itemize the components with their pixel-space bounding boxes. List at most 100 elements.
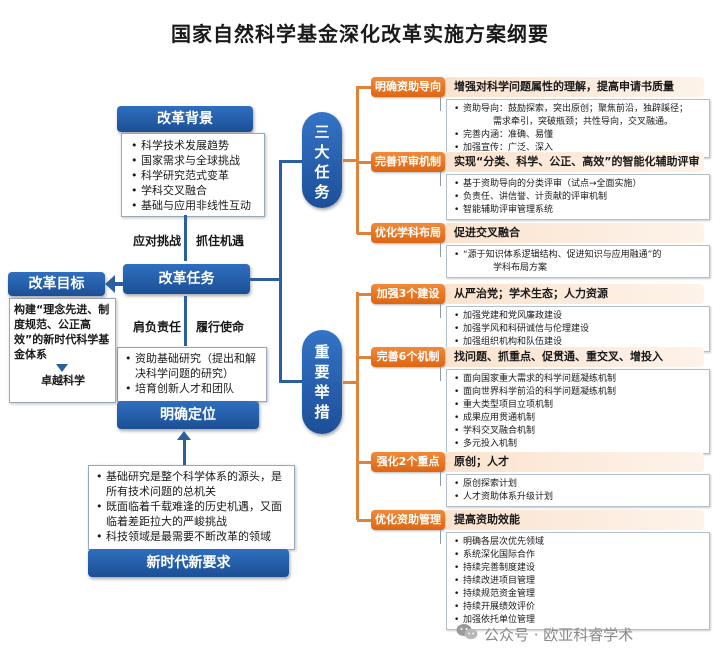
arrow-up-icon (177, 431, 191, 440)
measure-detail-item: 明确各层次优先领域 (453, 536, 703, 549)
goal-header: 改革目标 (8, 272, 105, 296)
measure-detail-item: 学科布局方案 (493, 263, 548, 273)
measure-detail-item: 完善内涵：准确、易懂 (453, 129, 703, 142)
measure-detail-item: 智能辅助评审管理系统 (453, 204, 703, 217)
measure-label: 优化资助管理 (371, 510, 445, 530)
measure-label: 强化2个重点 (371, 452, 445, 472)
measure-detail-item: 人才资助体系升级计划 (453, 491, 703, 504)
measure-detail-panel: 原创探索计划人才资助体系升级计划 (446, 474, 710, 507)
three-tasks-label: 三大任务 (314, 123, 330, 201)
background-panel: 科学技术发展趋势国家需求与全球挑战科学研究范式变革学科交叉融合基础与应用非线性互… (121, 133, 265, 217)
fulfill-mission-label: 履行使命 (196, 320, 245, 334)
measure-detail-panel: 基于资助导向的分类评审（试点→全面实施）负责任、讲信誉、计贡献的评审机制智能辅助… (446, 174, 710, 220)
measure-label: 完善评审机制 (371, 152, 445, 172)
connector-vertical (279, 160, 282, 382)
measure-detail-item: 持续开展绩效评价 (453, 601, 703, 614)
measure-connector (440, 97, 441, 111)
measure-label: 明确资助导向 (371, 77, 445, 97)
background-item: 科学研究范式变革 (130, 168, 264, 183)
measure-detail-item: 加强学风和科研诚信与伦理建设 (453, 323, 703, 336)
connector-to-tasks (279, 160, 305, 163)
measure-detail-item: 重大类型项目立项机制 (453, 399, 703, 412)
measure-headline: 原创；人才 (446, 452, 704, 472)
connector-to-measures (279, 380, 305, 383)
arrow-left-icon (105, 275, 115, 293)
bracket-tasks-link (343, 159, 357, 162)
measure-label: 完善6个机制 (371, 347, 445, 367)
measure-detail-item: 需求牵引，突破瓶颈；共性导向，交叉融通。 (493, 117, 674, 127)
measure-detail-item: “源于知识体系逻辑结构、促进知识与应用融通”的 (453, 249, 703, 262)
measure-detail-item: 资助导向：鼓励探索，突出原创；聚焦前沿，独辟蹊径； (453, 103, 703, 116)
bracket-tick (357, 232, 371, 235)
measure-detail-item: 系统深化国际合作 (453, 549, 703, 562)
measure-headline: 增强对科学问题属性的理解，提高申请书质量 (446, 77, 704, 97)
positioning-list: 资助基础研究（提出和解决科学问题的研究）培育创新人才和团队 (124, 351, 266, 396)
key-measures-oval: 重要举措 (302, 330, 342, 434)
measure-detail-panel: 加强党建和党风廉政建设加强学风和科研诚信与伦理建设加强组织机构和队伍建设 (446, 306, 710, 352)
new-era-list: 基础研究是整个科学体系的源头，是所有技术问题的总机关既面临着千载难逢的历史机遇，… (95, 469, 290, 544)
bracket-measures-link (343, 381, 357, 384)
measure-detail-item: 持续完善制度建设 (453, 562, 703, 575)
measure-label: 加强3个建设 (371, 284, 445, 304)
measure-detail-item: 基于资助导向的分类评审（试点→全面实施） (453, 178, 703, 191)
goal-panel: 构建“理念先进、制度规范、公正高效”的新时代科学基金体系 卓越科学 (9, 298, 116, 403)
bracket-tick (357, 293, 371, 296)
bracket-tick (357, 86, 371, 89)
goal-result: 卓越科学 (41, 374, 85, 387)
measure-detail-item: 学科交叉融合机制 (453, 425, 703, 438)
measure-detail-panel: 资助导向：鼓励探索，突出原创；聚焦前沿，独辟蹊径；需求牵引，突破瓶颈；共性导向，… (446, 99, 710, 158)
background-list: 科学技术发展趋势国家需求与全球挑战科学研究范式变革学科交叉融合基础与应用非线性互… (130, 138, 264, 213)
measure-connector (440, 367, 441, 381)
wechat-icon (456, 623, 478, 641)
measure-detail-item: 持续规范资金管理 (453, 588, 703, 601)
new-era-header: 新时代新要求 (88, 549, 289, 577)
arrow-down-icon (56, 364, 68, 372)
measure-headline: 从严治党；学术生态；人力资源 (446, 284, 704, 304)
measure-detail-item: 多元投入机制 (453, 438, 703, 451)
measure-detail-panel: 面向国家重大需求的科学问题凝练机制面向世界科学前沿的科学问题凝练机制重大类型项目… (446, 369, 710, 454)
connector-goal (115, 282, 123, 286)
measure-detail-item: 原创探索计划 (453, 478, 703, 491)
measure-detail-item: 加强宣传：广泛、深入 (453, 142, 703, 155)
positioning-item: 资助基础研究（提出和解决科学问题的研究） (124, 351, 266, 381)
connector-top (184, 215, 187, 261)
measure-connector (440, 243, 441, 257)
background-item: 国家需求与全球挑战 (130, 153, 264, 168)
connector-era (183, 440, 186, 465)
shoulder-responsibility-label: 肩负责任 (133, 320, 182, 334)
measure-detail-item: 面向世界科学前沿的科学问题凝练机制 (453, 386, 703, 399)
positioning-item: 培育创新人才和团队 (124, 381, 266, 396)
page-title: 国家自然科学基金深化改革实施方案纲要 (171, 22, 549, 46)
new-era-item: 基础研究是整个科学体系的源头，是所有技术问题的总机关 (95, 469, 290, 499)
background-item: 学科交叉融合 (130, 183, 264, 198)
measure-detail-item: 面向国家重大需求的科学问题凝练机制 (453, 373, 703, 386)
bracket-tick (357, 161, 371, 164)
goal-text: 构建“理念先进、制度规范、公正高效”的新时代科学基金体系 (14, 303, 110, 361)
measure-headline: 实现“分类、科学、公正、高效”的智能化辅助评审 (446, 152, 704, 172)
measure-headline: 提高资助效能 (446, 510, 704, 530)
measure-detail-item: 负责任、讲信誉、计贡献的评审机制 (453, 191, 703, 204)
positioning-panel: 资助基础研究（提出和解决科学问题的研究）培育创新人才和团队 (117, 347, 267, 402)
background-item: 科学技术发展趋势 (130, 138, 264, 153)
measure-label: 优化学科布局 (371, 223, 445, 243)
measure-detail-panel: 明确各层次优先领域系统深化国际合作持续完善制度建设持续改进项目管理持续规范资金管… (446, 532, 710, 630)
new-era-panel: 基础研究是整个科学体系的源头，是所有技术问题的总机关既面临着千载难逢的历史机遇，… (88, 465, 295, 550)
measure-detail-item: 持续改进项目管理 (453, 575, 703, 588)
measure-detail-item: 加强党建和党风廉政建设 (453, 310, 703, 323)
bracket-tick (357, 356, 371, 359)
bracket-tasks (356, 86, 359, 234)
respond-challenge-label: 应对挑战 (133, 234, 182, 248)
measure-headline: 促进交叉融合 (446, 223, 704, 243)
measure-connector (440, 172, 441, 186)
bracket-tick (357, 519, 371, 522)
key-measures-label: 重要举措 (314, 343, 330, 421)
measure-detail-item: 加强组织机构和队伍建设 (453, 336, 703, 349)
watermark-text: 公众号 · 欧亚科睿学术 (484, 626, 634, 644)
seize-opportunity-label: 抓住机遇 (196, 234, 245, 248)
measure-connector (440, 472, 441, 486)
bracket-tick (357, 461, 371, 464)
background-item: 基础与应用非线性互动 (130, 198, 264, 213)
measure-detail-item: 成果应用贯通机制 (453, 412, 703, 425)
connector-bottom (184, 296, 187, 346)
